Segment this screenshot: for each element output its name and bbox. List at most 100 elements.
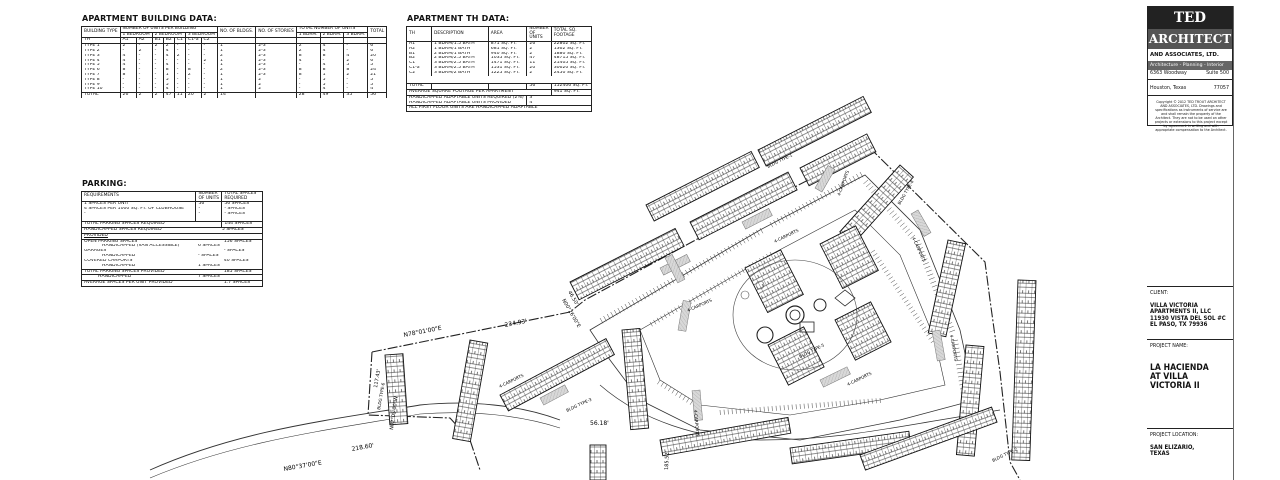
parking-prov-label: HANDICAPPED (VAN ACCESSIBLE) xyxy=(80,244,196,250)
col-2br: 2 BEDROOM xyxy=(151,31,186,39)
parking-req-cell: 4 SPACES PER 1000 SQ. FT. OF CLUBHOUSE xyxy=(80,207,197,212)
client-label: CLIENT: xyxy=(1150,291,1169,296)
building-cell xyxy=(217,37,257,45)
parking-req-row: --- SPACES xyxy=(80,211,263,217)
building-cell: - xyxy=(184,58,202,64)
building-cell: 5 xyxy=(367,82,388,88)
th-total-sqft: 152406 SQ. FT. xyxy=(550,83,593,90)
apartment-building xyxy=(645,150,760,222)
parking-prov-label: GARAGES xyxy=(80,249,196,255)
building-cell: 4 xyxy=(319,63,345,69)
parking-prov-row: GARAGES- SPACES xyxy=(80,249,263,255)
label-bldg-type3: BLDG TYPE-3 xyxy=(565,397,592,413)
th-col-total: TOTAL SQ. FOOTAGE xyxy=(550,26,593,42)
building-cell: - xyxy=(184,63,202,69)
th-cell: C1-a xyxy=(406,65,432,71)
parking-col-req: REQUIREMENTS xyxy=(80,190,197,203)
firm-disciplines: Architecture - Planning - Interior Desig… xyxy=(1148,61,1232,77)
building-cell: 56 xyxy=(367,92,388,98)
apartment-building xyxy=(799,133,877,187)
th-cell: 1362 SQ. FT. xyxy=(550,46,593,52)
th-cell: A1 xyxy=(406,41,432,47)
apartment-building xyxy=(452,339,489,443)
th-hc-req-value: 3 xyxy=(529,95,533,100)
th-cell: 3 BDRM/2 BATH xyxy=(430,70,489,76)
parking-prov-row: HANDICAPPED (VAN ACCESSIBLE)6 SPACES xyxy=(80,244,263,250)
project-location: SAN ELIZARIO, TEXAS xyxy=(1150,444,1195,458)
building-cell: 1 xyxy=(319,72,345,78)
col-stories: NO. OF STORIES xyxy=(255,25,297,39)
building-cell: - xyxy=(173,63,186,69)
apartment-building xyxy=(569,227,685,301)
building-cell: 2 xyxy=(151,92,164,98)
parking-req-cell: - xyxy=(195,211,223,217)
courtyard xyxy=(732,259,858,371)
parking-provided-label: PROVIDED xyxy=(81,232,263,240)
th-cell: 3 BDRM/2.5 BATH xyxy=(430,61,489,66)
building-cell: 5 xyxy=(367,77,388,83)
th-cell: 2 xyxy=(526,70,552,76)
building-cell: 8 xyxy=(295,68,321,73)
carport xyxy=(741,208,773,230)
property-line xyxy=(367,147,1021,480)
th-data-table: TH DESCRIPTION AREA NUMBER OF UNITS TOTA… xyxy=(405,26,593,113)
carport xyxy=(931,329,946,362)
building-cell: 6 xyxy=(367,48,388,54)
building-cell: 2 xyxy=(295,43,321,49)
bearing-south-line: N80°37'00"E xyxy=(283,459,322,473)
building-cell: 11 xyxy=(173,92,186,98)
apartment-building xyxy=(927,239,967,338)
building-cell: - xyxy=(173,58,186,64)
carports xyxy=(539,165,946,421)
th-hc-prov-value: 4 xyxy=(526,100,552,107)
th-cell: 22802 SQ. FT. xyxy=(550,41,593,47)
th-cell: C1 xyxy=(406,61,432,66)
building-cell: 1 xyxy=(217,58,257,64)
firm-name-1: TED TROUT xyxy=(1148,7,1232,48)
location-line-2: TEXAS xyxy=(1150,450,1170,458)
distance-north-line: 234.93' xyxy=(504,318,528,329)
firm-address: 6363 Woodway xyxy=(1150,71,1187,76)
col-bldgs: NO. OF BLDGS. xyxy=(217,25,257,39)
th-note: ALL FIRST FLOOR UNITS ARE HANDICAPPED AD… xyxy=(406,105,592,113)
building-cell: 6 xyxy=(367,58,388,64)
building-cell: - xyxy=(295,63,321,69)
building-cell: 8 xyxy=(319,53,345,59)
building-cell: 20 xyxy=(367,53,388,59)
building-cell: 28 xyxy=(295,92,321,98)
apartment-building xyxy=(384,353,409,426)
building-cell: 2 xyxy=(200,92,219,98)
access-road xyxy=(149,402,561,471)
bearing-west-line: N02°05'00"W xyxy=(389,396,400,431)
location-line-1: SAN ELIZARIO, xyxy=(1150,444,1195,451)
parking-prov-value: 156 SPACES xyxy=(221,239,263,245)
project-line-1: LA HACIENDA xyxy=(1150,363,1209,373)
th-hc-req-label: HANDICAPPED ADAPTABLE UNITS REQUIRED (2%… xyxy=(405,94,528,101)
firm-name-2: ARCHITECT xyxy=(1148,29,1232,49)
parking-prov-value xyxy=(221,254,263,259)
building-cell: 8 xyxy=(184,68,202,73)
apartment-building xyxy=(767,326,825,386)
client-info: VILLA VICTORIA APARTMENTS II, LLC 11930 … xyxy=(1150,302,1226,328)
building-cell xyxy=(255,92,297,98)
distance-east-inner: 185.52' xyxy=(664,451,671,470)
building-cell: 14 xyxy=(217,92,257,98)
building-cell: 5 xyxy=(367,63,388,69)
carport xyxy=(910,209,932,237)
th-cell: 3 BDRM/2.5 BATH xyxy=(430,65,489,71)
building-cell: C1-a xyxy=(184,37,202,45)
client-line-4: EL PASO, TX 79936 xyxy=(1150,320,1208,328)
parking-prov-value: 40 SPACES xyxy=(221,258,263,264)
building-cell: TOTAL xyxy=(81,92,121,98)
firm-city: Houston, Texas xyxy=(1150,86,1187,91)
building-cell: 24 xyxy=(367,68,388,73)
